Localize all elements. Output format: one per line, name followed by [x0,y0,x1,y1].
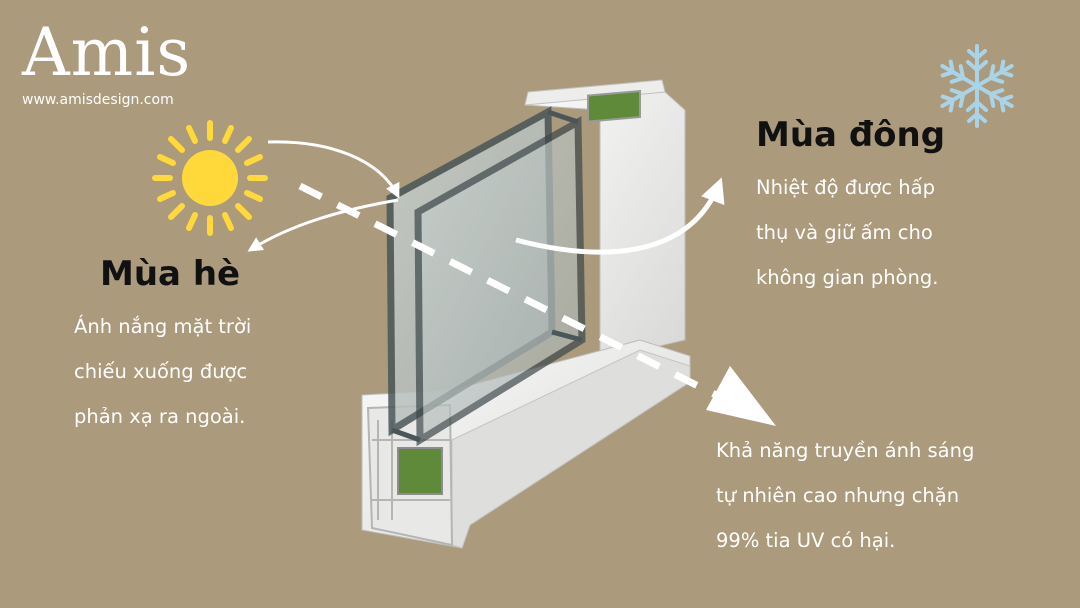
summer-title: Mùa hè [100,254,241,294]
uv-dashed-line [298,182,724,402]
snowflake-icon [935,44,1019,128]
light-description: Khả năng truyền ánh sáng tự nhiên cao nh… [716,428,974,563]
light-line: tự nhiên cao nhưng chặn [716,484,960,507]
double-glass [386,106,586,447]
winter-title: Mùa đông [756,115,946,155]
sunlight-arrow [267,140,400,199]
uv-arrow-head [706,366,776,426]
winter-line: không gian phòng. [756,266,939,289]
winter-description: Nhiệt độ được hấp thụ và giữ ấm cho khôn… [756,165,938,300]
summer-line: phản xạ ra ngoài. [74,405,246,428]
winter-line: thụ và giữ ấm cho [756,221,933,244]
summer-line: chiếu xuống được [74,360,248,383]
heat-arrow [515,177,725,255]
brand-website: www.amisdesign.com [22,92,174,108]
reflection-arrow [247,198,399,252]
light-line: Khả năng truyền ánh sáng [716,439,975,462]
light-line: 99% tia UV có hại. [716,529,896,552]
brand-logo: Amis [22,14,192,91]
summer-description: Ánh nắng mặt trời chiếu xuống được phản … [74,304,251,439]
summer-line: Ánh nắng mặt trời [74,315,252,338]
window-frame [361,79,691,549]
winter-line: Nhiệt độ được hấp [756,176,935,199]
sun-icon [152,120,268,236]
